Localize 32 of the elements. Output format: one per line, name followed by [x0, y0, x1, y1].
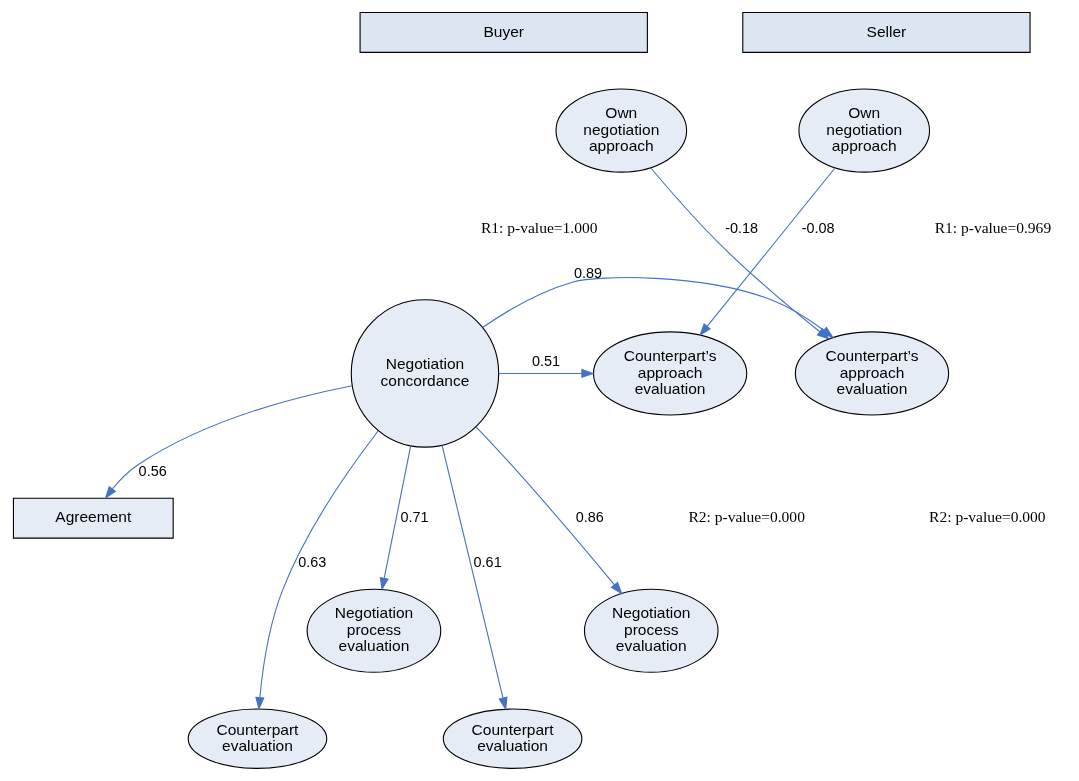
node-ellipse: Negotiation process evaluation	[306, 588, 442, 673]
node-ellipse: Counterpart evaluation	[442, 708, 583, 769]
arrow	[441, 444, 508, 711]
arrow	[255, 430, 379, 711]
edge-label: 0.86	[575, 508, 604, 525]
node-ellipse: Own negotiation approach	[798, 88, 931, 173]
arrow	[104, 385, 353, 500]
edge-label: -0.08	[801, 219, 835, 236]
label: R1: p-value=1.000	[480, 218, 598, 236]
edge-label: 0.63	[298, 554, 327, 571]
node-box: Seller	[742, 11, 1031, 53]
edge-label: 0.71	[400, 508, 429, 525]
edge-label: -0.18	[725, 219, 759, 236]
label: R2: p-value=0.000	[929, 508, 1046, 526]
edge-label: 0.89	[574, 264, 603, 281]
arrow	[379, 445, 412, 591]
label: R1: p-value=0.969	[934, 218, 1052, 236]
node-circle: Negotiation concordance	[350, 299, 500, 448]
node-ellipse: Negotiation process evaluation	[583, 588, 719, 673]
arrow	[498, 368, 595, 379]
node-ellipse: Counterpart’s approach evaluation	[794, 331, 950, 416]
node-ellipse: Counterpart’s approach evaluation	[592, 331, 748, 416]
edge-label: 0.56	[138, 463, 167, 480]
edge-label: 0.51	[531, 353, 560, 370]
edge-label: 0.61	[473, 554, 502, 571]
node-ellipse: Counterpart evaluation	[187, 708, 328, 769]
node-box: Buyer	[359, 11, 648, 53]
arrow	[475, 426, 623, 595]
node-ellipse: Own negotiation approach	[555, 88, 688, 173]
label: R2: p-value=0.000	[688, 508, 805, 526]
node-box: Agreement	[12, 497, 174, 539]
arrow	[699, 167, 836, 337]
